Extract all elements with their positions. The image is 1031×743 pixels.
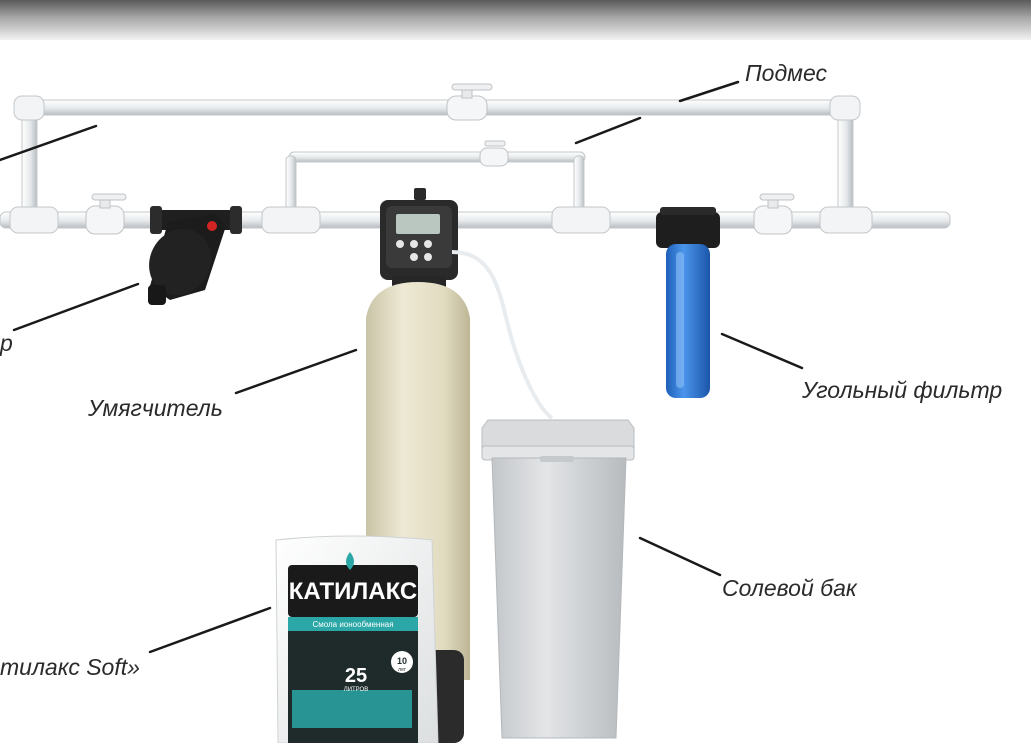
leader-lines [0,80,804,654]
inlet-valve [85,193,127,235]
mixing-bypass-pipe [13,83,861,221]
outlet-valve [753,193,795,235]
bag-badge-unit: лет [398,667,407,673]
leader-podmes-b [574,116,642,145]
bag-volume-unit: ЛИТРОВ [344,687,368,693]
main-pipe [0,193,951,235]
leader-left-top [0,124,98,162]
leader-mesh-filter [12,282,140,332]
softener-control-valve [380,188,458,290]
bag-brand: КАТИЛАКС [289,578,418,605]
leader-resin [148,606,272,654]
video-top-bar [0,0,1031,40]
bag-badge-number: 10 [397,656,407,666]
resin-bag [275,535,439,743]
bypass-valve [446,83,493,121]
bag-subtitle: Смола ионообменная [312,620,393,629]
label-mesh-filter-partial: р [0,330,13,356]
label-carbon-filter: Угольный фильтр [802,377,1003,403]
brine-line [451,250,554,420]
label-resin-partial: тилакс Soft» [0,654,140,680]
leader-carbon-filter [720,332,804,370]
label-mixing-bypass: Подмес [745,60,827,86]
label-softener: Умягчитель [88,395,223,421]
leader-salt-tank [638,536,722,577]
label-salt-tank: Солевой бак [722,575,857,601]
lcd-display [396,214,440,234]
softener-bypass-pipe [285,140,586,217]
filter-red-indicator [207,221,217,231]
leader-softener [234,348,358,395]
brine-tank [481,419,635,739]
carbon-filter-housing [656,207,720,398]
mesh-filter [148,206,242,305]
bag-volume-number: 25 [345,665,367,687]
leader-podmes-a [678,80,740,103]
